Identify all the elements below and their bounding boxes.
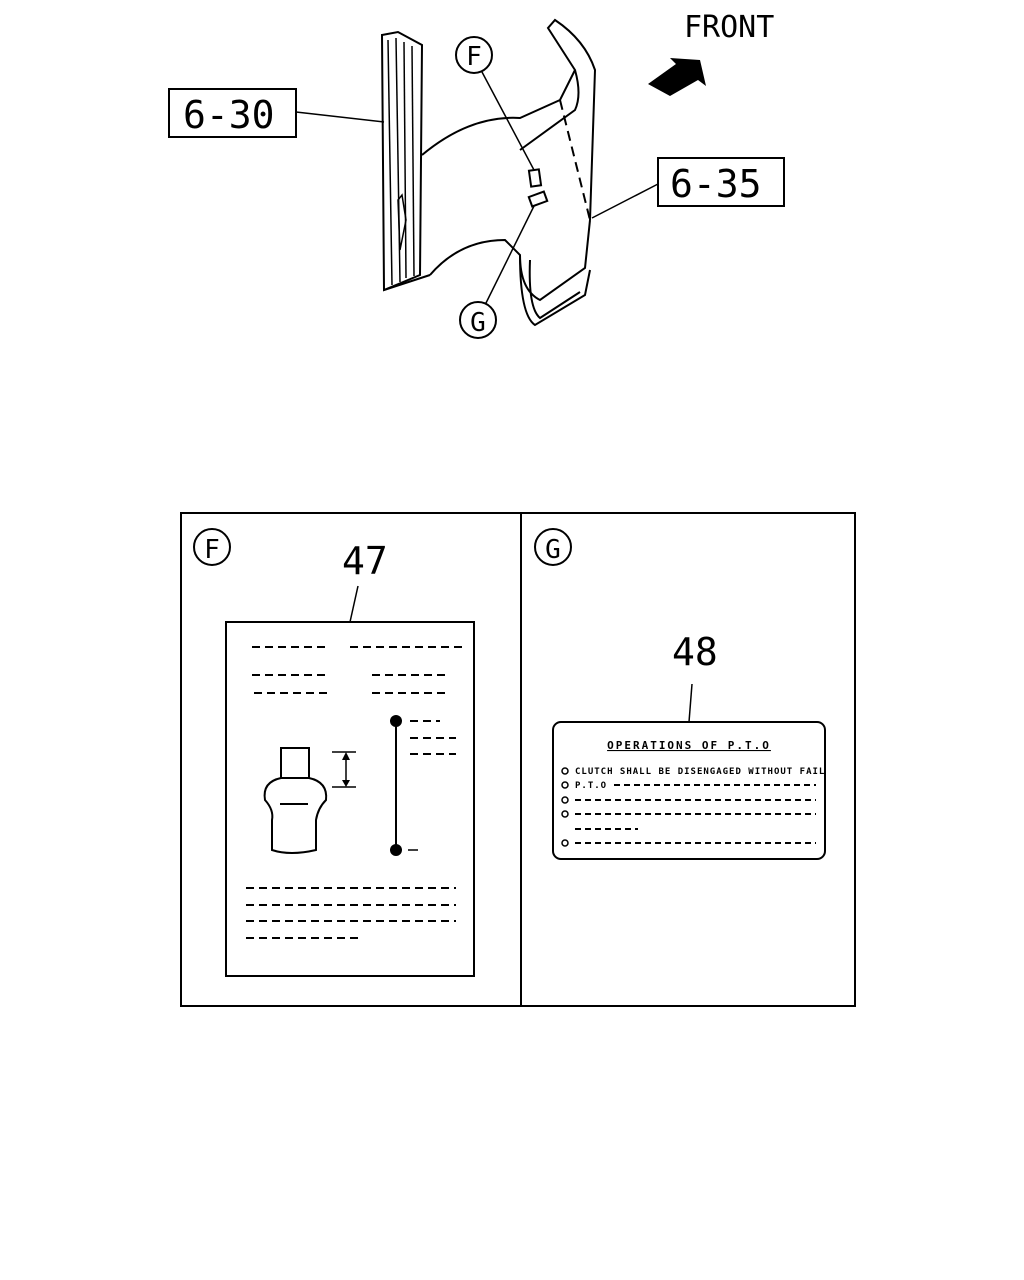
label-48-plate (552, 721, 826, 860)
label-48-line1: CLUTCH SHALL BE DISENGAGED WITHOUT FAIL (575, 767, 825, 777)
detail-g-circle-text: G (545, 535, 561, 565)
detail-f-circle-text: F (204, 535, 220, 565)
front-label: FRONT (684, 10, 774, 45)
detail-frame (180, 512, 856, 1007)
detail-g-part-number: 48 (672, 630, 718, 674)
detail-f-panel: F 47 (193, 528, 475, 977)
callout-6-30-text: 6-30 (183, 93, 275, 137)
label-48-title: OPERATIONS OF P.T.O (607, 739, 771, 752)
front-arrow-icon (648, 58, 706, 96)
lever-position-scale (390, 715, 456, 856)
lever-knob-icon (263, 747, 356, 854)
callout-view-f-text: F (466, 42, 482, 72)
callout-6-35: 6-35 (591, 157, 785, 219)
callout-view-g-text: G (470, 308, 486, 338)
callout-6-30: 6-30 (168, 88, 385, 138)
label-48-line2: P.T.O (575, 781, 607, 791)
callout-view-g: G (459, 205, 535, 339)
callout-view-f: F (455, 36, 535, 171)
callout-6-35-text: 6-35 (670, 162, 762, 206)
label-47-sheet (225, 621, 475, 977)
cab-door-illustration (380, 18, 597, 327)
detail-f-part-number: 47 (342, 539, 388, 583)
detail-g-panel: G 48 OPERATIONS OF P.T.O CLUTCH SHALL BE… (534, 528, 826, 860)
